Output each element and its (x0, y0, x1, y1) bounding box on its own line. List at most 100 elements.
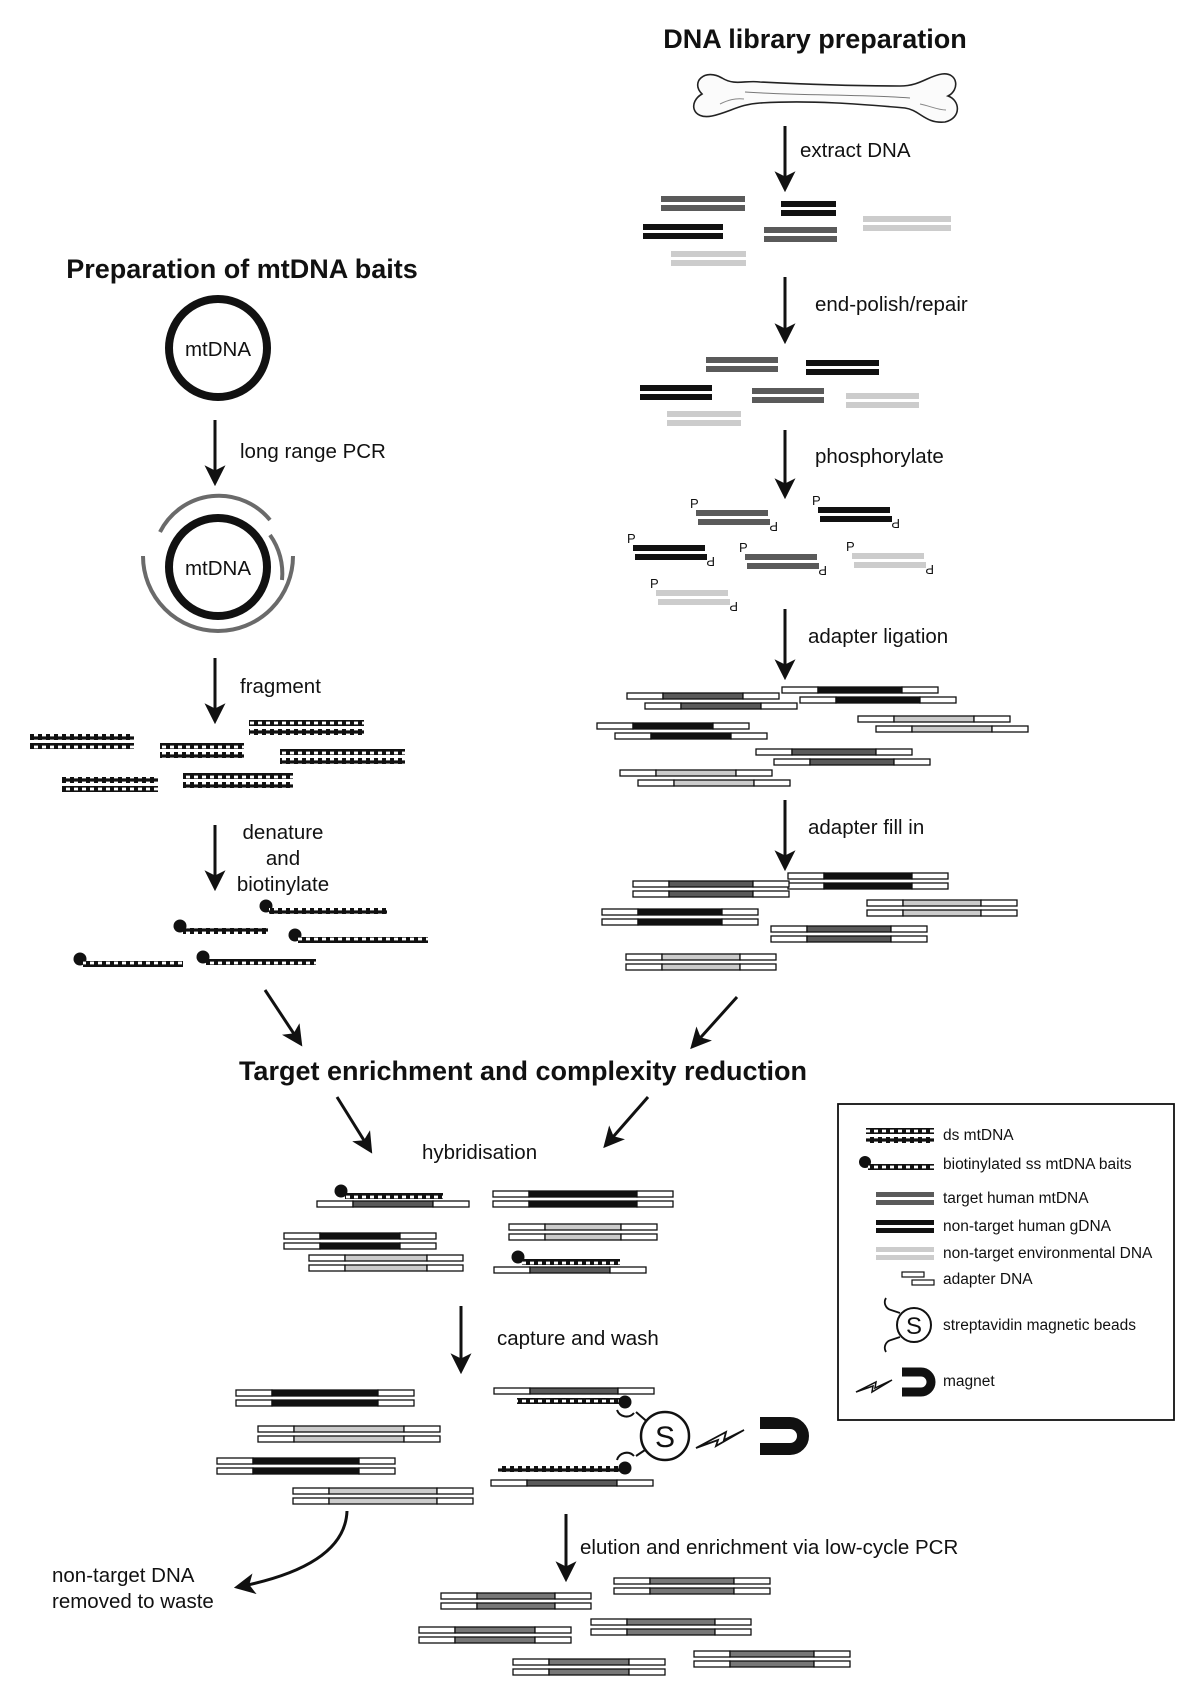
insert (809, 758, 895, 766)
adapter (890, 925, 928, 933)
ds-mtdna-fragment (30, 734, 134, 749)
bait-strand (345, 1193, 443, 1199)
phosphate-label: P (627, 531, 636, 546)
insert (637, 918, 723, 926)
adapter (787, 882, 825, 890)
insert (476, 1592, 556, 1600)
insert (806, 935, 892, 943)
insert (352, 1200, 434, 1208)
adapter (875, 725, 913, 733)
legend-border (837, 1103, 1175, 1421)
adapter (980, 909, 1018, 917)
adapter (358, 1467, 396, 1475)
insert (911, 725, 993, 733)
library-molecule-human-gdna (283, 1232, 437, 1250)
adapter (377, 1389, 415, 1397)
strand-top (160, 743, 244, 749)
insert (835, 696, 921, 704)
library-molecule-human-gdna (787, 872, 949, 890)
legend-bead-arm (883, 1336, 901, 1353)
biotin-dot (334, 1184, 348, 1198)
strand-top (846, 393, 919, 399)
bead-letter: S (655, 1421, 675, 1454)
bait-strand (517, 1398, 622, 1404)
adapter (399, 1232, 437, 1240)
insert (252, 1457, 360, 1465)
hybridised-target (493, 1250, 647, 1274)
insert (626, 1628, 716, 1636)
arrow-library-to-hybridisation (603, 1096, 650, 1149)
adapter (534, 1636, 572, 1644)
step-extract-dna: extract DNA (800, 139, 911, 162)
mtdna-circle: mtDNA (165, 295, 271, 401)
legend-env-bottom (876, 1255, 934, 1260)
insert (548, 1658, 630, 1666)
step-denature: denature (243, 821, 324, 844)
mtdna-amplified-label: mtDNA (185, 557, 251, 580)
step-long-range-pcr: long range PCR (240, 440, 386, 463)
legend-env-top (876, 1247, 934, 1252)
adapter (721, 918, 759, 926)
adapter (721, 908, 759, 916)
strand-top (62, 777, 158, 783)
step-capture-wash: capture and wash (497, 1327, 659, 1350)
strand-top (280, 749, 405, 755)
strand-top (745, 554, 817, 560)
legend-bead-letter: S (906, 1313, 922, 1340)
strand-top (643, 224, 723, 230)
step-hybridisation: hybridisation (422, 1141, 537, 1164)
adapter (596, 722, 634, 730)
library-molecule-pcr-product (590, 1618, 752, 1636)
insert (344, 1264, 428, 1272)
adapter (440, 1602, 478, 1610)
adapter (644, 702, 682, 710)
strand-bottom (667, 420, 741, 426)
ds-mtdna-fragment (280, 749, 405, 764)
insert (668, 890, 754, 898)
insert (271, 1389, 379, 1397)
adapter (739, 963, 777, 971)
strand-bottom (62, 786, 158, 792)
strand-bottom (854, 562, 926, 568)
adapter (492, 1190, 530, 1198)
strand-top (706, 357, 778, 363)
biotin-dot (618, 1461, 632, 1475)
strand-bottom (160, 752, 244, 758)
legend-label-ds-mtdna: ds mtDNA (943, 1127, 1014, 1144)
adapter (753, 779, 791, 787)
strand-top (806, 360, 879, 366)
library-molecule-environmental-dna (257, 1425, 441, 1443)
biotin-dot (511, 1250, 525, 1264)
ds-mtdna-fragment (183, 773, 293, 788)
insert (528, 1200, 638, 1208)
adapter (625, 963, 663, 971)
strand-top (818, 507, 890, 513)
fragment-target-mtdna (764, 227, 837, 242)
strand-top (863, 216, 951, 222)
insert (293, 1435, 405, 1443)
legend-adapter-bottom (911, 1279, 935, 1286)
adapter (693, 1660, 731, 1668)
adapter (980, 899, 1018, 907)
step-biotinylate: biotinylate (237, 873, 329, 896)
insert (528, 1190, 638, 1198)
ligated-molecule-environmental-dna (619, 769, 791, 787)
hybridised-target (316, 1184, 470, 1208)
strand-bottom (820, 516, 892, 522)
bait-strand (522, 1259, 620, 1265)
insert (529, 1387, 619, 1395)
strand-bottom (706, 366, 778, 372)
arrow-waste (233, 1510, 349, 1595)
fragment-human-gdna (806, 360, 879, 375)
strand-top (752, 388, 824, 394)
adapter (616, 1479, 654, 1487)
insert (649, 1587, 735, 1595)
adapter (216, 1457, 254, 1465)
legend-target-top (876, 1192, 934, 1197)
library-molecule-environmental-dna (866, 899, 1018, 917)
adapter (799, 696, 837, 704)
library-molecule-environmental-dna (308, 1254, 464, 1272)
adapter (436, 1487, 474, 1495)
strand-bottom (280, 758, 405, 764)
